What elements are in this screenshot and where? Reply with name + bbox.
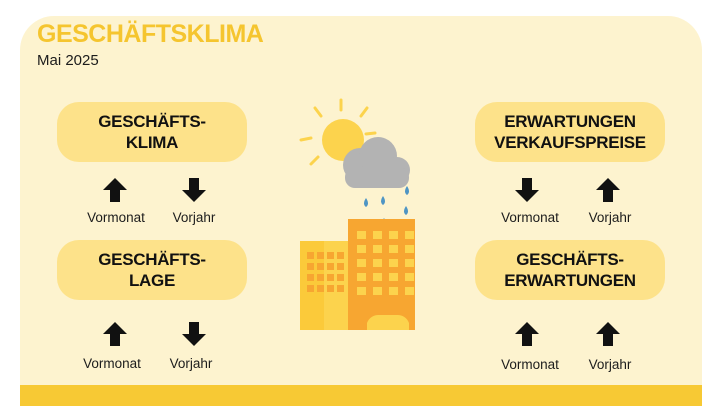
arrow-up-icon	[514, 321, 540, 347]
label-vorjahr: Vorjahr	[169, 356, 213, 371]
building-small	[300, 241, 348, 344]
arrow-up-icon	[102, 177, 128, 203]
cloud-icon	[343, 137, 410, 188]
label-vormonat: Vormonat	[83, 356, 141, 371]
indicator-pill-geschaeftserwartungen: GESCHÄFTS- ERWARTUNGEN	[475, 240, 665, 300]
label-vormonat: Vormonat	[501, 210, 559, 225]
weather-city-illustration	[299, 98, 428, 344]
label-vormonat: Vormonat	[87, 210, 145, 225]
indicator-pill-geschaeftsklima: GESCHÄFTS- KLIMA	[57, 102, 247, 162]
arrow-up-icon	[595, 177, 621, 203]
footer-bar	[20, 385, 702, 406]
indicator-pill-geschaeftslage: GESCHÄFTS- LAGE	[57, 240, 247, 300]
arrow-up-icon	[102, 321, 128, 347]
indicator-pill-erwartungen-verkaufspreise: ERWARTUNGEN VERKAUFSPREISE	[475, 102, 665, 162]
label-vormonat: Vormonat	[501, 357, 559, 372]
building-main	[348, 219, 428, 344]
label-vorjahr: Vorjahr	[588, 210, 632, 225]
arrow-down-icon	[181, 177, 207, 203]
label-vorjahr: Vorjahr	[172, 210, 216, 225]
page-title: GESCHÄFTSKLIMA	[37, 20, 264, 48]
sun-cloud-rain-buildings-illustration	[275, 80, 428, 344]
arrow-down-icon	[514, 177, 540, 203]
infographic-card	[20, 16, 702, 406]
sun-rays	[299, 98, 377, 166]
page-subtitle: Mai 2025	[37, 52, 99, 69]
arrow-down-icon	[181, 321, 207, 347]
label-vorjahr: Vorjahr	[588, 357, 632, 372]
arrow-up-icon	[595, 321, 621, 347]
